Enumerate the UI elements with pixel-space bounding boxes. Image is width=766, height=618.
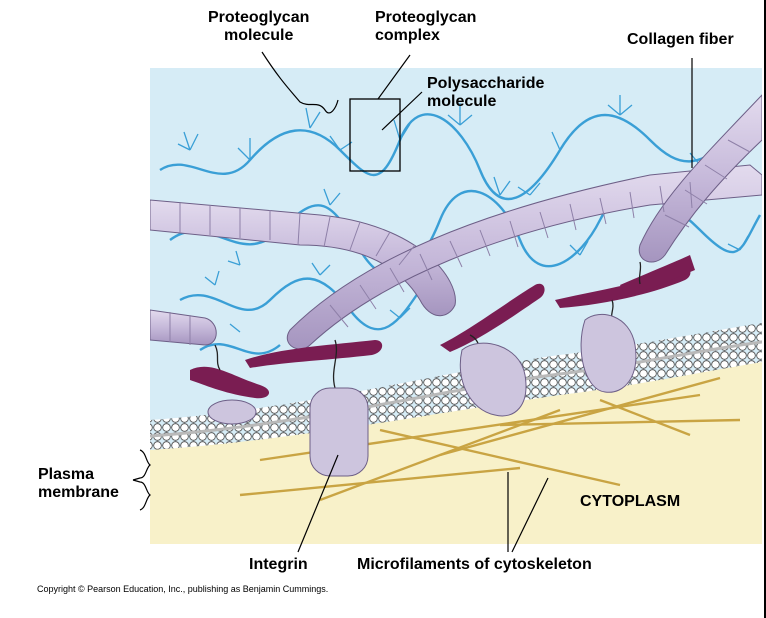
label-proteoglycan-complex-line2: complex xyxy=(375,27,440,44)
label-plasma-membrane: Plasma membrane xyxy=(38,466,119,502)
label-polysaccharide-line1: Polysaccharide xyxy=(427,75,545,92)
label-microfilaments: Microfilaments of cytoskeleton xyxy=(357,556,592,574)
label-proteoglycan-complex-line1: Proteoglycan xyxy=(375,9,477,26)
copyright-notice: Copyright © Pearson Education, Inc., pub… xyxy=(37,584,329,594)
label-plasma-membrane-line1: Plasma xyxy=(38,466,95,483)
label-collagen-fiber: Collagen fiber xyxy=(627,31,734,49)
label-polysaccharide-molecule: Polysaccharide molecule xyxy=(427,75,544,111)
proteoglycan-complex-box xyxy=(349,98,401,172)
leader-lines xyxy=(132,51,693,553)
label-proteoglycan-molecule-line2: molecule xyxy=(224,27,294,44)
label-proteoglycan-molecule: Proteoglycan molecule xyxy=(208,9,309,45)
label-polysaccharide-line2: molecule xyxy=(427,93,497,110)
label-integrin-text: Integrin xyxy=(249,556,308,573)
label-proteoglycan-molecule-line1: Proteoglycan xyxy=(208,9,310,26)
label-microfilaments-text: Microfilaments of cytoskeleton xyxy=(357,556,592,573)
label-integrin: Integrin xyxy=(249,556,308,574)
fibronectin-molecules xyxy=(190,255,695,399)
label-collagen-fiber-text: Collagen fiber xyxy=(627,31,734,48)
label-cytoplasm-text: CYTOPLASM xyxy=(580,493,681,510)
right-border-line xyxy=(764,0,766,618)
label-plasma-membrane-line2: membrane xyxy=(38,484,119,501)
label-cytoplasm: CYTOPLASM xyxy=(580,493,680,511)
collagen-fibers xyxy=(150,94,762,350)
label-proteoglycan-complex: Proteoglycan complex xyxy=(375,9,476,45)
integrin-proteins xyxy=(207,313,637,477)
polysaccharide-branches xyxy=(177,95,749,333)
